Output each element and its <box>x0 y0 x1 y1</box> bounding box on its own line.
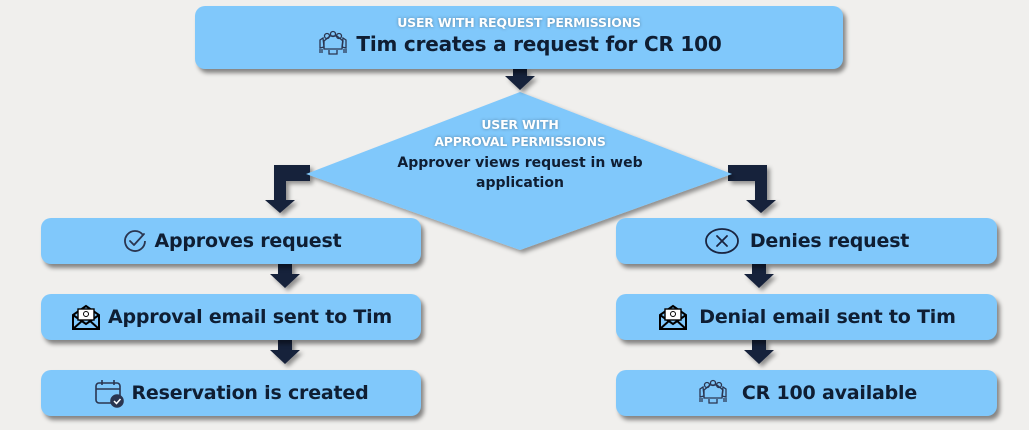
denial-email-step-box: Denial email sent to Tim <box>616 294 997 340</box>
denial-email-step-label: Denial email sent to Tim <box>699 306 956 328</box>
start-step-label: Tim creates a request for CR 100 <box>356 31 722 56</box>
approval-email-step-label: Approval email sent to Tim <box>107 306 393 328</box>
start-role-label: USER WITH REQUEST PERMISSIONS <box>397 14 641 30</box>
email-open-icon <box>657 303 689 331</box>
email-open-icon <box>70 303 102 331</box>
conference-table-icon <box>696 379 730 407</box>
calendar-check-icon <box>93 378 125 408</box>
approve-step-box: Approves request <box>41 218 421 264</box>
reservation-step-label: Reservation is created <box>131 382 369 404</box>
approve-step-label: Approves request <box>154 230 342 252</box>
arrow-to-decision <box>505 69 535 90</box>
arrow-approve-to-email <box>270 264 300 288</box>
reservation-step-box: Reservation is created <box>41 370 421 416</box>
arrow-deny-to-email <box>744 264 774 288</box>
deny-step-label: Denies request <box>749 230 910 252</box>
decision-text: USER WITH APPROVAL PERMISSIONS Approver … <box>360 116 680 193</box>
start-step-box: USER WITH REQUEST PERMISSIONS Tim create… <box>195 6 843 69</box>
decision-role-line1: USER WITH <box>481 117 559 132</box>
check-circle-icon <box>121 227 149 255</box>
approval-email-step-box: Approval email sent to Tim <box>41 294 421 340</box>
arrow-email-to-reservation <box>270 340 300 364</box>
deny-step-box: Denies request <box>616 218 997 264</box>
decision-role-line2: APPROVAL PERMISSIONS <box>434 134 606 149</box>
available-step-box: CR 100 available <box>616 370 997 416</box>
decision-label-line2: application <box>476 175 564 191</box>
conference-table-icon <box>316 30 350 58</box>
arrow-email-to-available <box>744 340 774 364</box>
available-step-label: CR 100 available <box>741 382 918 404</box>
arrow-to-approve <box>265 165 310 213</box>
arrow-to-deny <box>728 165 776 213</box>
x-circle-icon <box>704 227 740 255</box>
decision-label-line1: Approver views request in web <box>397 155 643 171</box>
decision-diamond <box>306 92 732 250</box>
